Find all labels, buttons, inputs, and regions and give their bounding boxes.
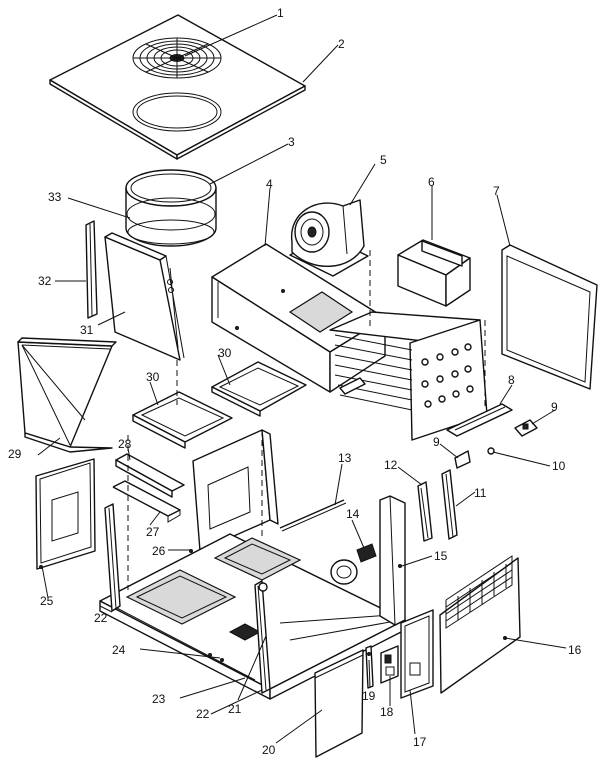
callout-16: 16 xyxy=(568,643,582,657)
front-door-panel xyxy=(314,649,364,758)
callout-17: 17 xyxy=(413,735,427,749)
callout-21: 21 xyxy=(228,702,242,716)
vertical-strip-long xyxy=(441,469,458,540)
callout-22-upper: 22 xyxy=(94,611,108,625)
callout-10: 10 xyxy=(552,459,566,473)
clip-lower xyxy=(454,450,471,469)
callout-14: 14 xyxy=(346,507,360,521)
top-panel xyxy=(49,14,306,160)
callout-12: 12 xyxy=(384,458,398,472)
corner-post-left xyxy=(104,503,121,612)
callout-19: 19 xyxy=(362,689,376,703)
callout-30-lower: 30 xyxy=(146,370,160,384)
leader-lines xyxy=(37,14,567,744)
callout-26: 26 xyxy=(152,544,166,558)
exchanger-ports xyxy=(421,343,474,408)
side-panel-upper xyxy=(104,232,185,361)
narrow-strip xyxy=(85,220,98,319)
callout-25: 25 xyxy=(40,594,54,608)
corner-post-right xyxy=(379,495,406,626)
filter-pad-upper xyxy=(211,361,307,417)
callout-18: 18 xyxy=(380,705,394,719)
callout-23: 23 xyxy=(152,692,166,706)
callout-29: 29 xyxy=(8,447,22,461)
callout-labels: 1 2 3 4 5 6 7 8 9 9 10 11 12 13 14 15 16… xyxy=(8,6,582,757)
divider-rod xyxy=(279,499,347,532)
callout-33: 33 xyxy=(48,190,62,204)
blower-wheel xyxy=(289,199,369,277)
callout-1: 1 xyxy=(277,6,284,20)
callout-9-upper: 9 xyxy=(551,400,558,414)
louver-grille xyxy=(445,555,513,629)
filter-pad-lower xyxy=(132,391,233,449)
callout-9-lower: 9 xyxy=(433,435,440,449)
callout-4: 4 xyxy=(266,177,273,191)
heat-exchanger xyxy=(329,311,488,441)
callout-3: 3 xyxy=(288,135,295,149)
callout-13: 13 xyxy=(338,451,352,465)
control-panel xyxy=(400,609,434,699)
callout-11: 11 xyxy=(474,486,487,500)
callout-15: 15 xyxy=(434,549,448,563)
assembly-lines xyxy=(127,250,486,590)
control-box xyxy=(380,645,399,684)
venturi-ring xyxy=(125,169,217,247)
inducer-motor xyxy=(330,543,377,585)
callout-28: 28 xyxy=(118,437,132,451)
inner-partition xyxy=(189,429,279,553)
exchanger-tubes xyxy=(334,334,413,411)
vertical-strip-short xyxy=(417,481,433,542)
corner-post-front xyxy=(254,580,271,694)
callout-24: 24 xyxy=(112,643,126,657)
support-rail xyxy=(446,403,513,437)
callout-30-upper: 30 xyxy=(218,346,232,360)
callout-6: 6 xyxy=(428,175,435,189)
bracket-lower xyxy=(112,480,181,523)
gusset-panel xyxy=(17,337,117,453)
callout-7: 7 xyxy=(493,184,500,198)
clip-upper xyxy=(514,419,538,437)
callout-27: 27 xyxy=(146,525,160,539)
callout-32: 32 xyxy=(38,274,52,288)
fan-guard-grille xyxy=(132,37,222,79)
blower-bracket xyxy=(397,239,471,307)
screw xyxy=(487,447,495,455)
callout-2: 2 xyxy=(338,37,345,51)
access-door-left xyxy=(35,458,96,570)
callout-22-lower: 22 xyxy=(196,707,210,721)
callout-20: 20 xyxy=(262,743,276,757)
callout-5: 5 xyxy=(380,153,387,167)
callout-8: 8 xyxy=(508,373,515,387)
louvered-panel xyxy=(439,555,521,694)
callout-31: 31 xyxy=(80,323,94,337)
filter-panel-right xyxy=(501,244,598,390)
bracket-upper xyxy=(115,453,185,498)
